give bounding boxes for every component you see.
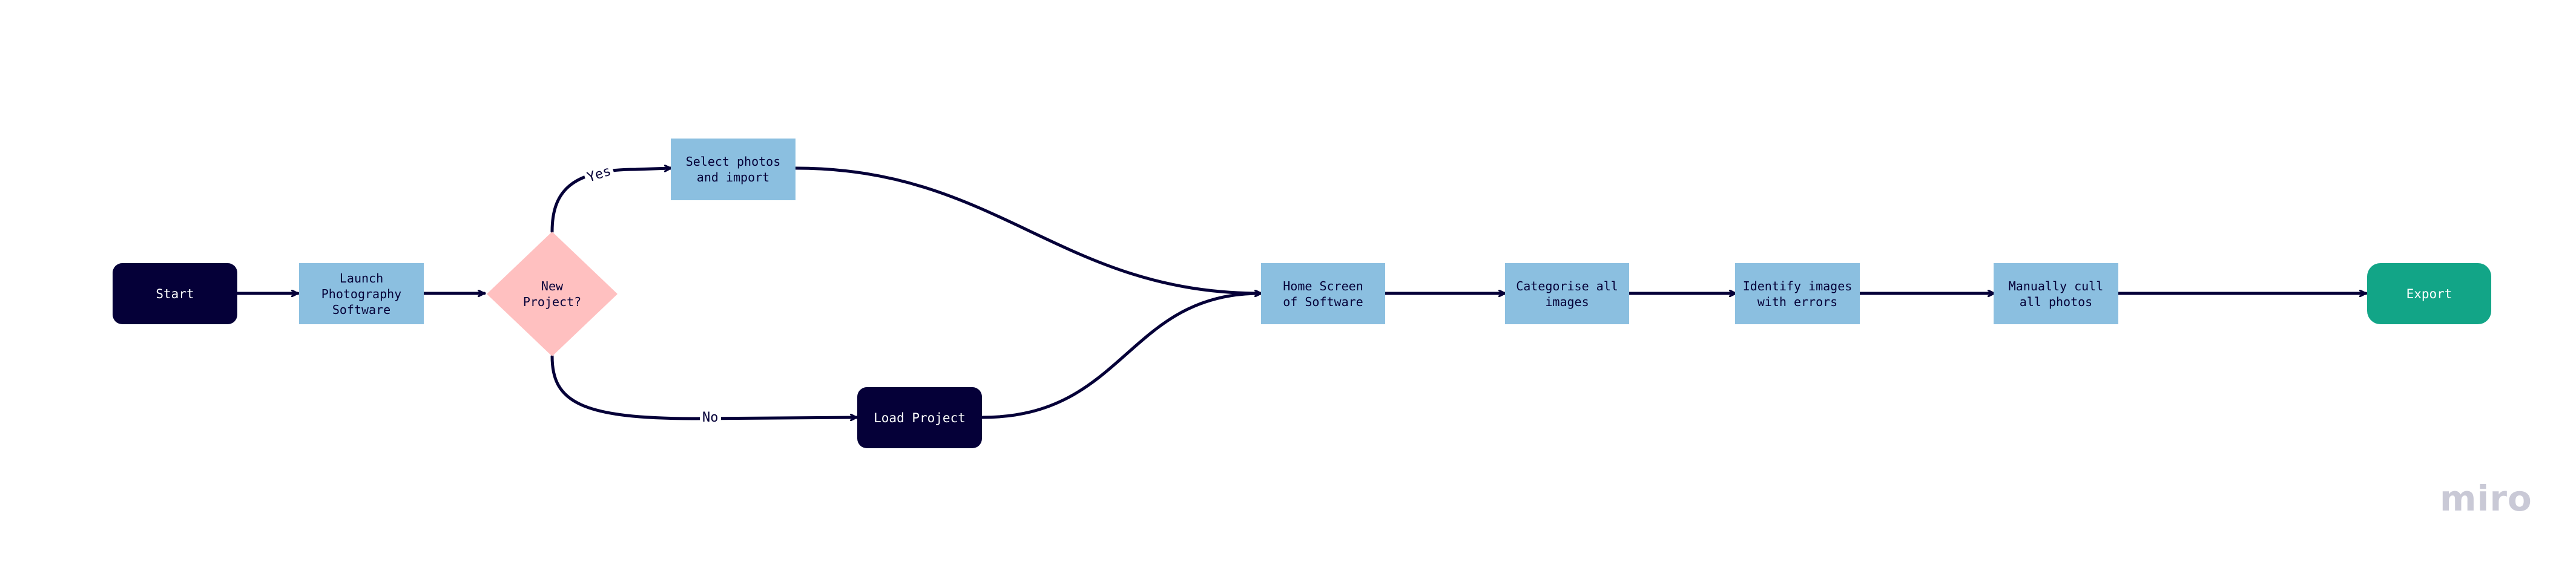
- connector-yes-to-select: [550, 168, 673, 233]
- launch-software-node[interactable]: Launch Photography Software: [299, 263, 424, 324]
- decision-label: New Project?: [522, 279, 582, 309]
- home-screen-node[interactable]: Home Screen of Software: [1261, 263, 1385, 324]
- categorise-images-node[interactable]: Categorise all images: [1505, 263, 1629, 324]
- connector-select-to-home: [794, 166, 1263, 293]
- export-node[interactable]: Export: [2367, 263, 2491, 324]
- start-node[interactable]: Start: [113, 263, 237, 324]
- load-project-node[interactable]: Load Project: [857, 387, 982, 448]
- edge-label-no: No: [700, 410, 721, 426]
- cull-photos-node[interactable]: Manually cull all photos: [1994, 263, 2118, 324]
- connector-no-to-load: [550, 354, 858, 419]
- miro-logo: miro: [2440, 478, 2532, 519]
- select-photos-node[interactable]: Select photos and import: [671, 139, 796, 200]
- decision-diamond: [487, 232, 618, 356]
- new-project-decision[interactable]: New Project?: [487, 232, 618, 356]
- connector-load-to-home: [980, 293, 1263, 419]
- identify-errors-node[interactable]: Identify images with errors: [1735, 263, 1860, 324]
